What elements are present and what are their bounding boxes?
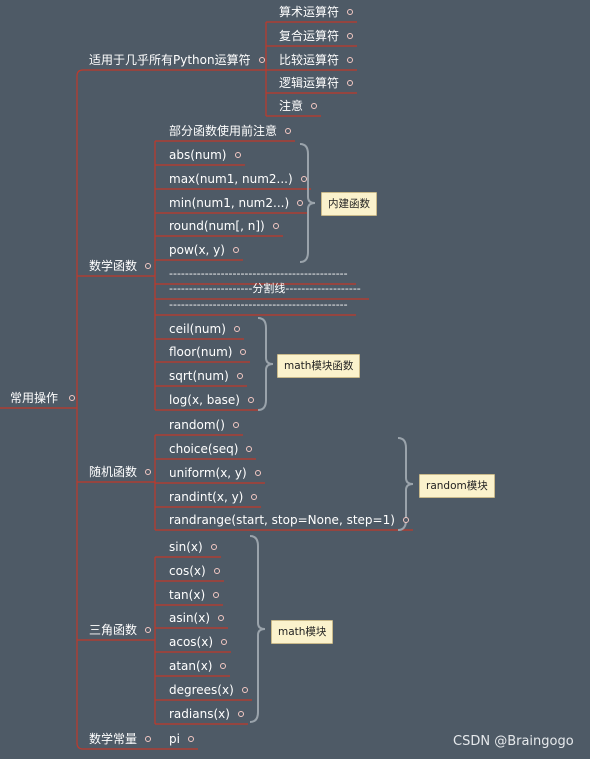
leaf-randint[interactable]: randint(x, y) bbox=[169, 490, 244, 504]
node-dot[interactable] bbox=[213, 567, 220, 574]
node-dot[interactable] bbox=[236, 372, 243, 379]
node-dot[interactable] bbox=[296, 199, 303, 206]
node-dot[interactable] bbox=[247, 396, 254, 403]
leaf-comparison-operators[interactable]: 比较运算符 bbox=[279, 53, 340, 67]
node-dot[interactable] bbox=[346, 32, 353, 39]
node-dot[interactable] bbox=[241, 686, 248, 693]
summary-math-module-functions[interactable]: math模块函数 bbox=[277, 354, 361, 378]
node-dot[interactable] bbox=[212, 591, 219, 598]
leaf-radians[interactable]: radians(x) bbox=[169, 707, 230, 721]
branch-trig-functions[interactable]: 三角函数 bbox=[89, 623, 138, 637]
node-dot[interactable] bbox=[237, 710, 244, 717]
connector-3 bbox=[76, 69, 84, 77]
connector-8 bbox=[76, 742, 84, 750]
node-dot[interactable] bbox=[233, 325, 240, 332]
node-dot[interactable] bbox=[144, 735, 151, 742]
leaf-min[interactable]: min(num1, num2...) bbox=[169, 196, 290, 210]
node-dot[interactable] bbox=[346, 79, 353, 86]
leaf-compound-operators[interactable]: 复合运算符 bbox=[279, 29, 340, 43]
node-dot[interactable] bbox=[210, 543, 217, 550]
node-dot[interactable] bbox=[346, 56, 353, 63]
node-dot[interactable] bbox=[402, 516, 409, 523]
node-dot[interactable] bbox=[232, 421, 239, 428]
leaf-logical-operators[interactable]: 逻辑运算符 bbox=[279, 76, 340, 90]
node-dot[interactable] bbox=[219, 662, 226, 669]
leaf-abs[interactable]: abs(num) bbox=[169, 148, 227, 162]
leaf-degrees[interactable]: degrees(x) bbox=[169, 683, 234, 697]
branch-operators[interactable]: 适用于几乎所有Python运算符 bbox=[89, 53, 251, 67]
node-dot[interactable] bbox=[68, 394, 75, 401]
leaf-floor[interactable]: floor(num) bbox=[169, 345, 233, 359]
leaf-cos[interactable]: cos(x) bbox=[169, 564, 206, 578]
brace-trig bbox=[249, 535, 266, 723]
branch-math-functions[interactable]: 数学函数 bbox=[89, 259, 138, 273]
brace-random bbox=[397, 437, 414, 531]
leaf-choice[interactable]: choice(seq) bbox=[169, 442, 239, 456]
node-dot[interactable] bbox=[232, 246, 239, 253]
leaf-atan[interactable]: atan(x) bbox=[169, 659, 213, 673]
leaf-round[interactable]: round(num[, n]) bbox=[169, 219, 265, 233]
node-dot[interactable] bbox=[144, 468, 151, 475]
leaf-separator-label[interactable]: ---------------------分割线----------------… bbox=[169, 282, 361, 295]
leaf-asin[interactable]: asin(x) bbox=[169, 611, 211, 625]
node-dot[interactable] bbox=[300, 175, 307, 182]
summary-builtin-functions[interactable]: 内建函数 bbox=[321, 192, 377, 216]
node-dot[interactable] bbox=[310, 102, 317, 109]
node-dot[interactable] bbox=[144, 262, 151, 269]
leaf-pow[interactable]: pow(x, y) bbox=[169, 243, 225, 257]
node-dot[interactable] bbox=[220, 638, 227, 645]
leaf-pi[interactable]: pi bbox=[169, 732, 180, 746]
branch-random-functions[interactable]: 随机函数 bbox=[89, 465, 138, 479]
node-dot[interactable] bbox=[346, 8, 353, 15]
leaf-tan[interactable]: tan(x) bbox=[169, 588, 206, 602]
leaf-separator-bottom[interactable]: ----------------------------------------… bbox=[169, 298, 348, 311]
leaf-math-note[interactable]: 部分函数使用前注意 bbox=[169, 124, 278, 138]
node-dot[interactable] bbox=[239, 348, 246, 355]
node-dot[interactable] bbox=[284, 127, 291, 134]
leaf-random[interactable]: random() bbox=[169, 418, 225, 432]
leaf-arithmetic-operators[interactable]: 算术运算符 bbox=[279, 5, 340, 19]
brace-math-functions bbox=[257, 317, 274, 411]
node-dot[interactable] bbox=[234, 151, 241, 158]
summary-math-module[interactable]: math模块 bbox=[271, 620, 334, 644]
node-dot[interactable] bbox=[254, 469, 261, 476]
watermark: CSDN @Braingogo bbox=[453, 734, 574, 749]
leaf-sin[interactable]: sin(x) bbox=[169, 540, 203, 554]
node-dot[interactable] bbox=[272, 222, 279, 229]
leaf-max[interactable]: max(num1, num2...) bbox=[169, 172, 293, 186]
node-dot[interactable] bbox=[245, 445, 252, 452]
leaf-uniform[interactable]: uniform(x, y) bbox=[169, 466, 247, 480]
leaf-separator-top[interactable]: ----------------------------------------… bbox=[169, 267, 348, 280]
summary-random-module[interactable]: random模块 bbox=[419, 474, 495, 498]
root-node[interactable]: 常用操作 bbox=[10, 391, 59, 405]
leaf-ceil[interactable]: ceil(num) bbox=[169, 322, 226, 336]
node-dot[interactable] bbox=[250, 493, 257, 500]
node-dot[interactable] bbox=[144, 626, 151, 633]
leaf-acos[interactable]: acos(x) bbox=[169, 635, 214, 649]
node-dot[interactable] bbox=[187, 735, 194, 742]
brace-builtin bbox=[299, 143, 316, 263]
node-dot[interactable] bbox=[258, 56, 265, 63]
leaf-randrange[interactable]: randrange(start, stop=None, step=1) bbox=[169, 513, 395, 527]
node-dot[interactable] bbox=[217, 614, 224, 621]
leaf-sqrt[interactable]: sqrt(num) bbox=[169, 369, 229, 383]
leaf-log[interactable]: log(x, base) bbox=[169, 393, 240, 407]
leaf-note[interactable]: 注意 bbox=[279, 99, 304, 113]
branch-math-constants[interactable]: 数学常量 bbox=[89, 732, 138, 746]
